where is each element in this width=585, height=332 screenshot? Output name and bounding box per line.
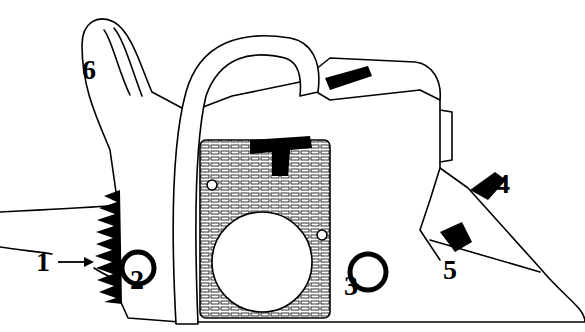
callout-number: 2	[130, 266, 144, 294]
guard-slot	[114, 28, 142, 96]
callout-number: 6	[82, 56, 96, 84]
screw	[207, 180, 217, 190]
screw	[317, 230, 327, 240]
throttle-trigger	[440, 222, 472, 252]
callout-number: 4	[496, 170, 510, 198]
starter-grip	[250, 136, 312, 176]
callout-arrow	[58, 261, 86, 263]
callout-number: 1	[36, 248, 50, 276]
rear-housing-line	[420, 168, 440, 260]
guard-slot	[104, 30, 130, 95]
callout-number: 5	[443, 256, 457, 284]
front-handle	[173, 36, 319, 324]
rear-latch	[440, 110, 452, 162]
starter-cover	[212, 212, 312, 312]
arrow-head	[84, 257, 94, 267]
housing-decal	[325, 66, 372, 90]
top-cover-line	[300, 82, 440, 100]
callout-number: 3	[344, 272, 358, 300]
starter-grille	[200, 140, 330, 318]
guide-bar	[0, 206, 108, 212]
saw-chain	[95, 190, 122, 304]
